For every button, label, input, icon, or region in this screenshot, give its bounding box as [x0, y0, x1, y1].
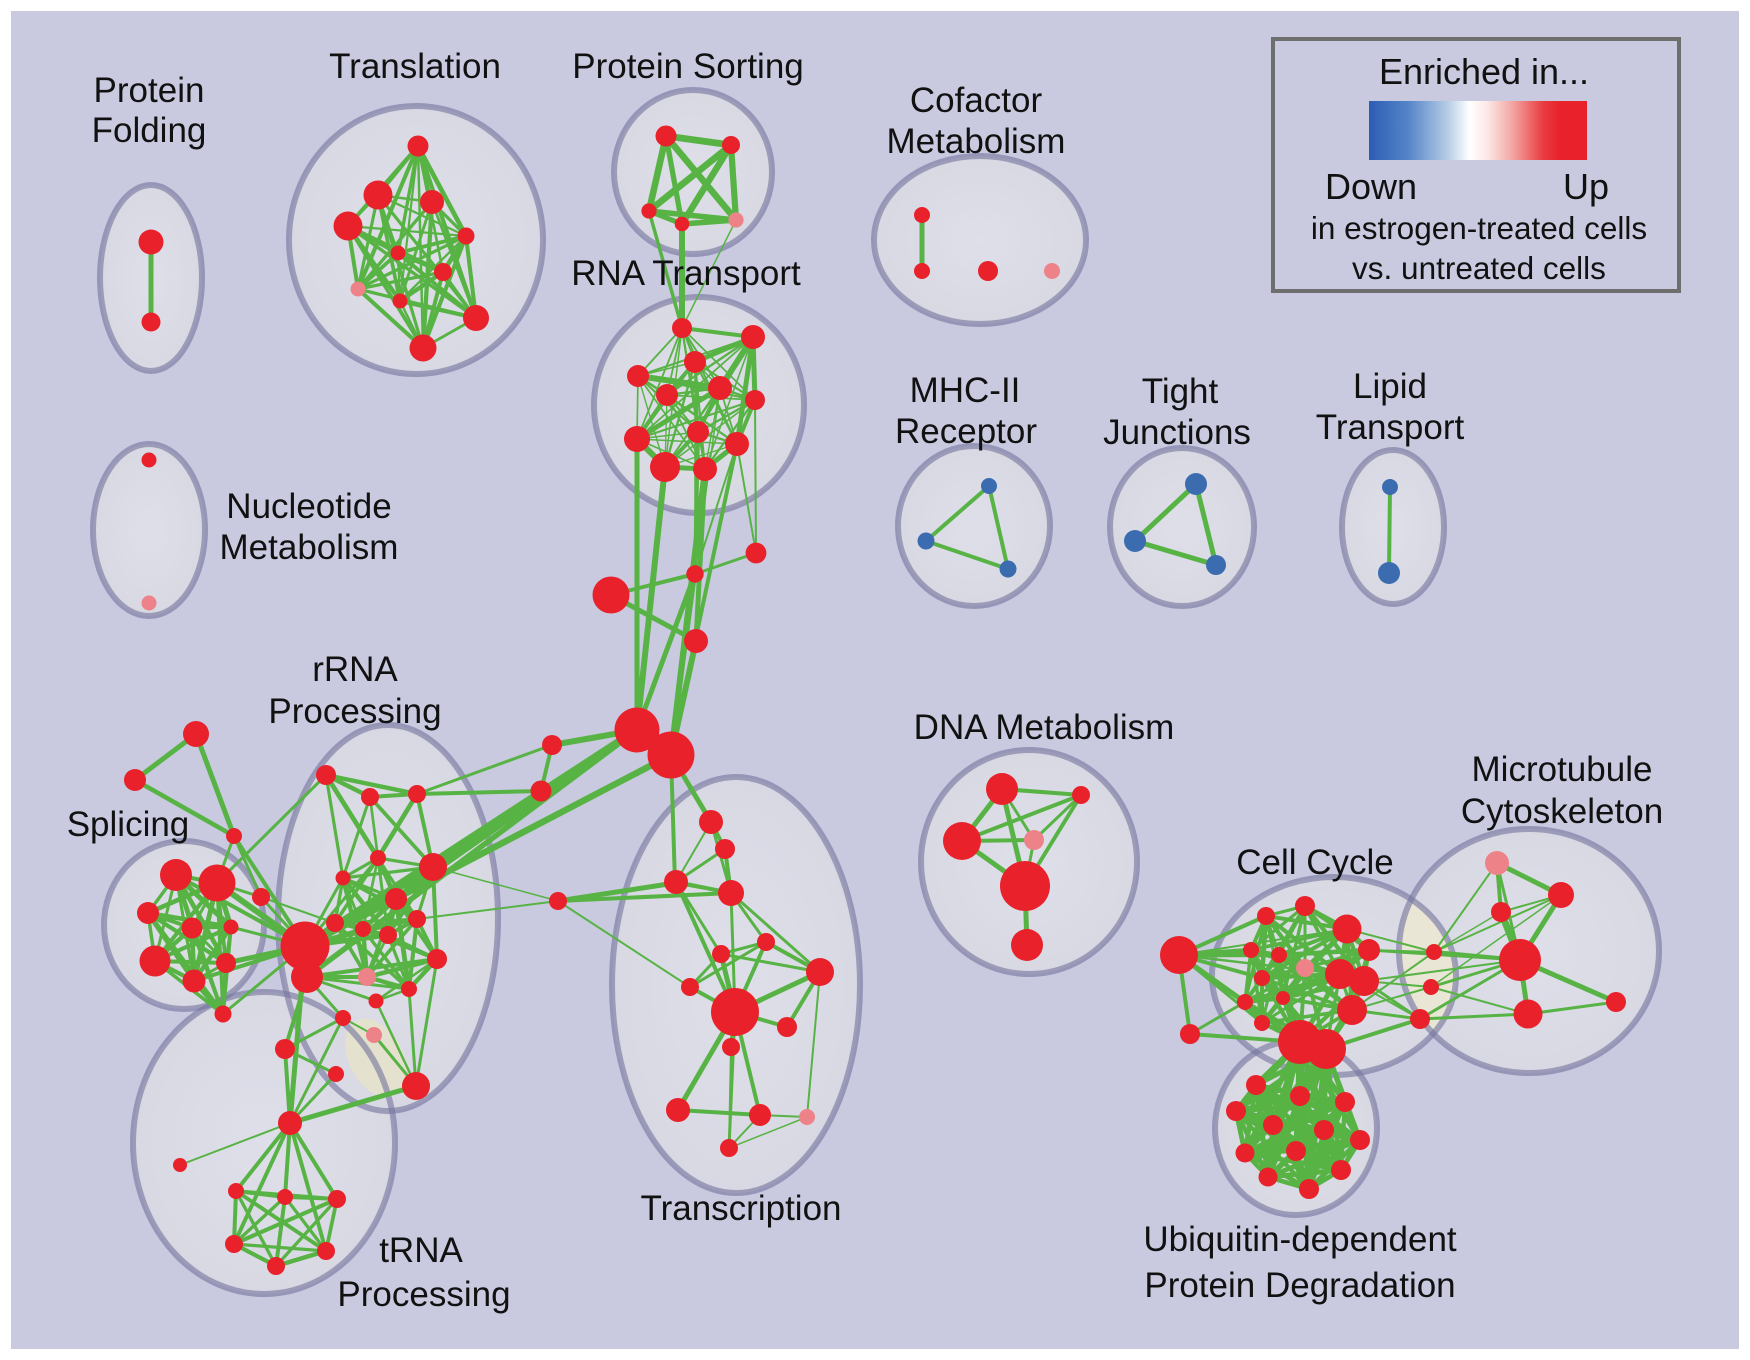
- svg-text:Up: Up: [1563, 166, 1609, 207]
- svg-text:Tight: Tight: [1142, 372, 1219, 411]
- svg-text:Protein Degradation: Protein Degradation: [1144, 1266, 1455, 1305]
- svg-text:Splicing: Splicing: [67, 805, 190, 844]
- svg-text:Nucleotide: Nucleotide: [226, 487, 391, 526]
- svg-text:Microtubule: Microtubule: [1472, 750, 1653, 789]
- svg-text:Processing: Processing: [268, 692, 441, 731]
- svg-text:Cofactor: Cofactor: [910, 81, 1043, 120]
- svg-text:Enriched in...: Enriched in...: [1379, 51, 1589, 92]
- svg-text:tRNA: tRNA: [379, 1231, 463, 1270]
- svg-text:Metabolism: Metabolism: [887, 122, 1066, 161]
- svg-text:rRNA: rRNA: [312, 650, 398, 689]
- svg-text:Cytoskeleton: Cytoskeleton: [1461, 792, 1663, 831]
- svg-text:in estrogen-treated cells: in estrogen-treated cells: [1311, 210, 1647, 246]
- svg-text:Processing: Processing: [337, 1275, 510, 1314]
- svg-text:RNA Transport: RNA Transport: [571, 254, 801, 293]
- svg-text:vs. untreated cells: vs. untreated cells: [1352, 250, 1606, 286]
- svg-text:Translation: Translation: [329, 47, 501, 86]
- svg-text:Transport: Transport: [1316, 408, 1465, 447]
- svg-text:Ubiquitin-dependent: Ubiquitin-dependent: [1143, 1220, 1457, 1259]
- svg-text:Junctions: Junctions: [1103, 413, 1251, 452]
- svg-text:Protein Sorting: Protein Sorting: [572, 47, 804, 86]
- svg-text:Protein: Protein: [94, 71, 205, 110]
- svg-text:Down: Down: [1325, 166, 1417, 207]
- svg-text:Receptor: Receptor: [895, 412, 1037, 451]
- svg-text:Metabolism: Metabolism: [220, 528, 399, 567]
- svg-text:Cell Cycle: Cell Cycle: [1236, 843, 1394, 882]
- svg-text:Lipid: Lipid: [1353, 367, 1427, 406]
- svg-text:Transcription: Transcription: [641, 1189, 842, 1228]
- svg-text:MHC-II: MHC-II: [910, 371, 1021, 410]
- svg-text:DNA Metabolism: DNA Metabolism: [914, 708, 1175, 747]
- svg-text:Folding: Folding: [92, 111, 207, 150]
